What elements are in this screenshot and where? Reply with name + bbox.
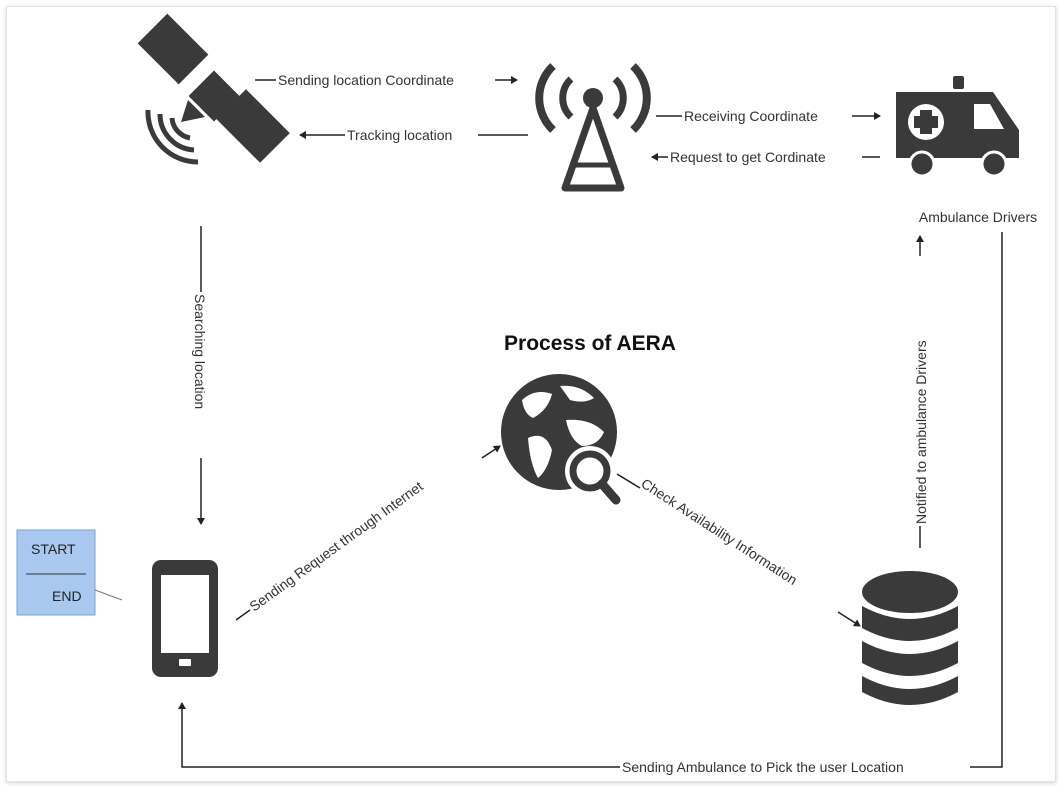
svg-text:Searching location: Searching location: [192, 294, 208, 409]
end-label: END: [52, 588, 82, 604]
tower-icon: [535, 63, 651, 192]
svg-text:Notified to ambulance Drivers: Notified to ambulance Drivers: [913, 340, 929, 524]
ambulance-icon: [896, 76, 1019, 178]
start-end-box: START END: [16, 529, 123, 616]
edge-sending-location-coordinate: Sending location Coordinate: [255, 72, 518, 88]
ambulance-drivers-label: Ambulance Drivers: [919, 209, 1037, 225]
svg-text:Sending Ambulance to Pick the: Sending Ambulance to Pick the user Locat…: [622, 759, 904, 775]
database-icon: [862, 571, 958, 705]
svg-text:Check Availability Information: Check Availability Information: [638, 475, 800, 588]
svg-text:Sending location Coordinate: Sending location Coordinate: [278, 72, 454, 88]
globe-search-icon: [501, 374, 621, 505]
svg-text:Receiving Coordinate: Receiving Coordinate: [684, 108, 818, 124]
diagram-title: Process of AERA: [504, 332, 676, 355]
edge-check-availability: Check Availability Information: [616, 473, 861, 627]
edge-notified-to-drivers: Notified to ambulance Drivers: [913, 235, 929, 548]
edge-receiving-coordinate: Receiving Coordinate: [656, 108, 881, 124]
edge-sending-request-internet: Sending Request through Internet: [235, 445, 501, 621]
start-label: START: [31, 541, 76, 557]
phone-icon: [152, 560, 218, 677]
edge-request-to-get-cordinate: Request to get Cordinate: [651, 149, 880, 165]
satellite-icon: [137, 13, 290, 165]
edge-searching-location: Searching location: [192, 226, 208, 525]
svg-text:Request to get Cordinate: Request to get Cordinate: [670, 149, 826, 165]
edge-sending-ambulance: Sending Ambulance to Pick the user Locat…: [178, 232, 1003, 775]
svg-text:Tracking location: Tracking location: [347, 127, 452, 143]
svg-text:Sending Request through Intern: Sending Request through Internet: [246, 478, 426, 615]
edge-tracking-location: Tracking location: [299, 127, 528, 143]
